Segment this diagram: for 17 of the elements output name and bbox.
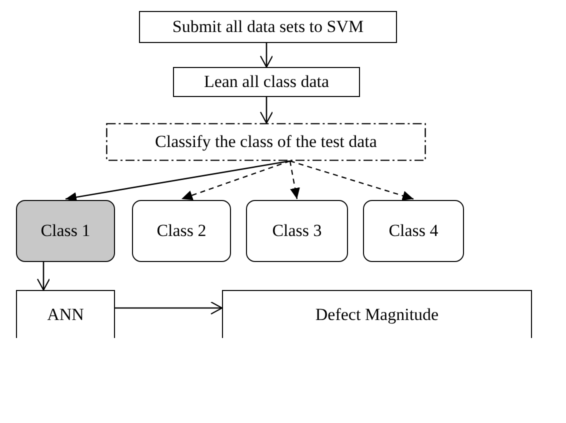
arrow [290,160,414,201]
arrow [115,301,223,315]
process-box: ANN [16,290,115,338]
process-box: Submit all data sets to SVM [139,11,397,43]
arrow [289,160,300,200]
process-box: Defect Magnitude [222,290,532,338]
arrow [181,160,290,200]
arrow [260,97,274,124]
process-box: Lean all class data [173,67,360,97]
arrow [260,43,274,68]
class-box: Class 1 [16,200,115,262]
arrow [65,160,290,202]
class-box: Class 3 [246,200,348,262]
class-box: Class 2 [132,200,231,262]
process-box: Classify the class of the test data [106,123,426,161]
class-box: Class 4 [363,200,464,262]
arrow [36,262,50,291]
